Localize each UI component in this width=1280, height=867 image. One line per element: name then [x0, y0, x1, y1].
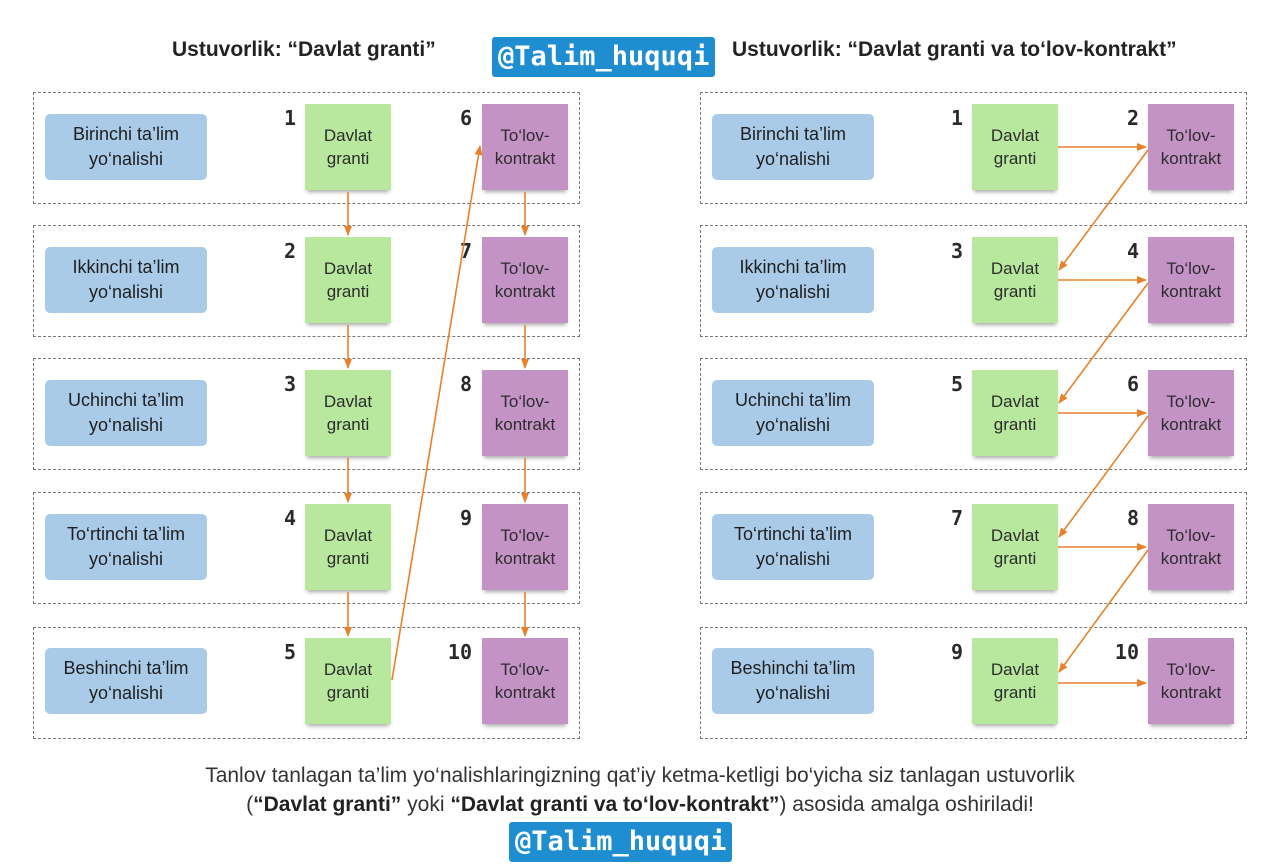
contract-card: To‘lov- kontrakt: [482, 638, 568, 724]
contract-card: To‘lov- kontrakt: [1148, 104, 1234, 190]
left-direction-label: Beshinchi ta’lim yo‘nalishi: [45, 648, 207, 714]
footer-bold-grant-contract: “Davlat granti va to‘lov-kontrakt”: [450, 793, 780, 816]
priority-number: 10: [447, 640, 472, 664]
footer-line-1: Tanlov tanlagan ta’lim yo‘nalishlaringiz…: [205, 764, 1075, 787]
priority-number: 5: [950, 372, 963, 396]
grant-card: Davlat granti: [305, 237, 391, 323]
right-direction-label: To‘rtinchi ta’lim yo‘nalishi: [712, 514, 874, 580]
priority-number: 4: [283, 506, 296, 530]
contract-card: To‘lov- kontrakt: [482, 237, 568, 323]
left-panel-title: Ustuvorlik: “Davlat granti”: [172, 38, 436, 61]
priority-number: 6: [459, 106, 472, 130]
right-direction-label: Ikkinchi ta’lim yo‘nalishi: [712, 247, 874, 313]
priority-number: 1: [950, 106, 963, 130]
grant-card: Davlat granti: [972, 237, 1058, 323]
grant-card: Davlat granti: [972, 638, 1058, 724]
contract-card: To‘lov- kontrakt: [482, 104, 568, 190]
right-direction-label: Uchinchi ta’lim yo‘nalishi: [712, 380, 874, 446]
priority-number: 7: [950, 506, 963, 530]
left-direction-label: Ikkinchi ta’lim yo‘nalishi: [45, 247, 207, 313]
priority-number: 4: [1126, 239, 1139, 263]
right-panel-title: Ustuvorlik: “Davlat granti va to‘lov-kon…: [732, 38, 1177, 61]
priority-number: 2: [1126, 106, 1139, 130]
priority-number: 5: [283, 640, 296, 664]
contract-card: To‘lov- kontrakt: [1148, 504, 1234, 590]
left-direction-label: Uchinchi ta’lim yo‘nalishi: [45, 380, 207, 446]
priority-number: 3: [283, 372, 296, 396]
left-direction-label: To‘rtinchi ta’lim yo‘nalishi: [45, 514, 207, 580]
priority-number: 8: [459, 372, 472, 396]
grant-card: Davlat granti: [305, 504, 391, 590]
grant-card: Davlat granti: [305, 104, 391, 190]
footer-open-paren: (: [246, 793, 254, 816]
priority-number: 10: [1114, 640, 1139, 664]
channel-handle-top: @Talim_huquqi: [492, 37, 716, 77]
priority-number: 7: [459, 239, 472, 263]
footer-tail: ) asosida amalga oshiriladi!: [779, 793, 1034, 816]
footer-or: yoki: [401, 793, 451, 816]
grant-card: Davlat granti: [972, 504, 1058, 590]
grant-card: Davlat granti: [305, 638, 391, 724]
grant-card: Davlat granti: [972, 104, 1058, 190]
priority-number: 3: [950, 239, 963, 263]
footer-line-2: (“Davlat granti” yoki “Davlat granti va …: [0, 790, 1280, 819]
footer-bold-grant: “Davlat granti”: [253, 793, 402, 816]
channel-handle-bottom: @Talim_huquqi: [509, 822, 733, 862]
priority-number: 9: [950, 640, 963, 664]
priority-number: 1: [283, 106, 296, 130]
contract-card: To‘lov- kontrakt: [482, 370, 568, 456]
priority-number: 9: [459, 506, 472, 530]
priority-number: 8: [1126, 506, 1139, 530]
right-direction-label: Beshinchi ta’lim yo‘nalishi: [712, 648, 874, 714]
contract-card: To‘lov- kontrakt: [1148, 370, 1234, 456]
contract-card: To‘lov- kontrakt: [482, 504, 568, 590]
contract-card: To‘lov- kontrakt: [1148, 638, 1234, 724]
right-direction-label: Birinchi ta’lim yo‘nalishi: [712, 114, 874, 180]
grant-card: Davlat granti: [972, 370, 1058, 456]
grant-card: Davlat granti: [305, 370, 391, 456]
left-direction-label: Birinchi ta’lim yo‘nalishi: [45, 114, 207, 180]
priority-number: 2: [283, 239, 296, 263]
contract-card: To‘lov- kontrakt: [1148, 237, 1234, 323]
priority-number: 6: [1126, 372, 1139, 396]
